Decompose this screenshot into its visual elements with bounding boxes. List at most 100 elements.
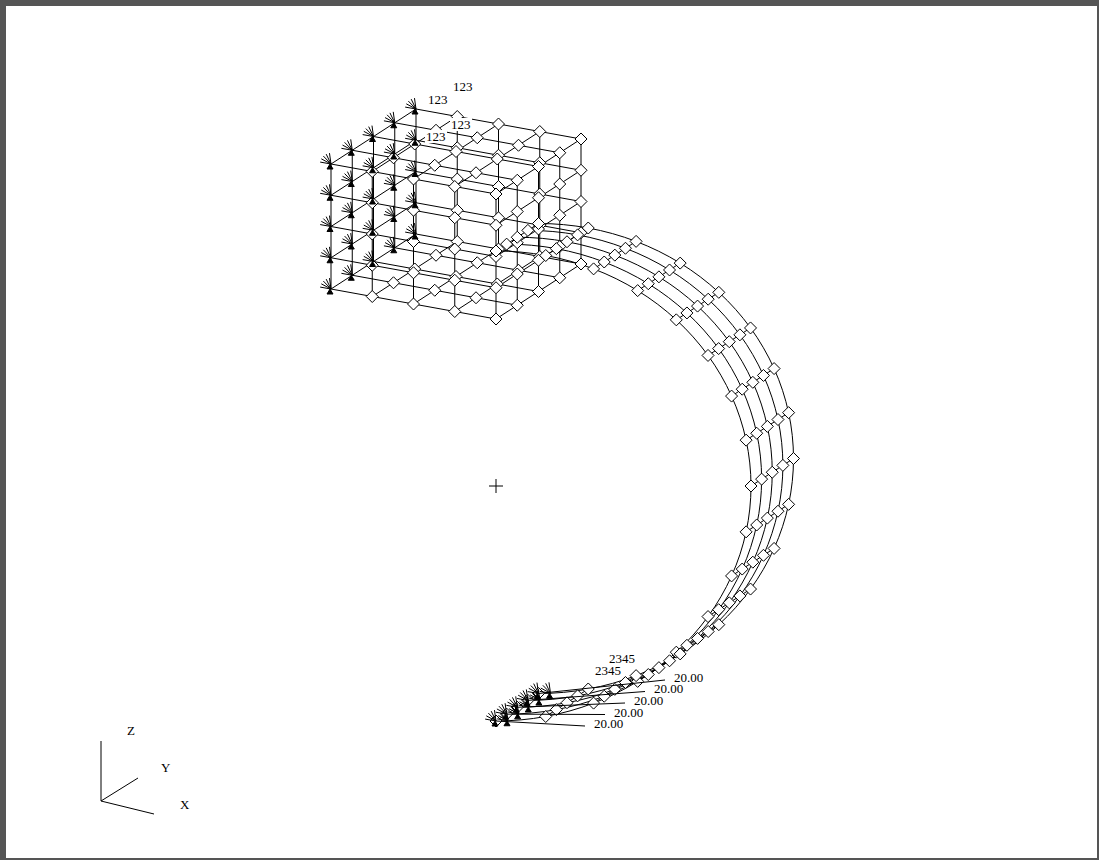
node-marker xyxy=(674,257,686,269)
node-marker xyxy=(550,243,562,255)
plate-mesh-line xyxy=(546,689,589,717)
node-marker xyxy=(408,267,420,279)
node-marker xyxy=(366,228,378,240)
node-marker xyxy=(511,206,523,218)
node-marker xyxy=(366,166,378,178)
constraint-dof: 123 xyxy=(450,118,472,131)
constraint-triangle xyxy=(524,700,530,705)
mesh-line xyxy=(455,132,540,187)
node-marker xyxy=(772,414,784,426)
constraint-symbol xyxy=(341,139,354,155)
constraint-triangle xyxy=(391,217,397,222)
node-marker xyxy=(734,329,746,341)
node-marker xyxy=(491,153,503,165)
constraint-triangle xyxy=(536,700,542,705)
constraint-symbol xyxy=(363,251,376,267)
constraint-line xyxy=(351,233,353,244)
constraint-line xyxy=(372,219,374,230)
constraint-triangle xyxy=(412,234,418,239)
node-marker xyxy=(430,249,442,261)
node-marker xyxy=(788,453,800,465)
node-marker xyxy=(561,697,573,709)
constraint-symbol xyxy=(384,143,397,159)
plate-mesh-line xyxy=(676,625,719,653)
constraint-symbol xyxy=(320,184,333,200)
constraint-triangle xyxy=(412,172,418,177)
node-marker xyxy=(534,126,546,138)
center-mark xyxy=(496,479,497,493)
constraint-symbol xyxy=(405,223,418,239)
node-marker xyxy=(757,369,769,381)
constraint-line xyxy=(329,216,331,227)
constraint-line xyxy=(393,174,395,185)
constraint-line xyxy=(329,247,331,258)
force-vector xyxy=(496,721,585,726)
node-marker xyxy=(471,132,483,144)
node-marker xyxy=(726,570,738,582)
constraint-line xyxy=(329,278,331,289)
mesh-line xyxy=(416,234,581,264)
constraint-line xyxy=(393,112,395,123)
node-marker xyxy=(493,118,505,130)
node-marker xyxy=(670,314,682,326)
constraint-line xyxy=(516,696,518,707)
node-marker xyxy=(449,306,461,318)
constraint-triangle xyxy=(327,164,333,169)
constraint-line xyxy=(372,251,374,262)
node-marker xyxy=(366,259,378,271)
constraint-line xyxy=(393,237,395,248)
plate-mesh-line xyxy=(732,369,775,397)
node-marker xyxy=(713,286,725,298)
node-marker xyxy=(561,236,573,248)
node-marker xyxy=(598,690,610,702)
node-marker xyxy=(575,258,587,270)
constraint-triangle xyxy=(370,137,376,142)
constraint-line xyxy=(505,703,507,714)
node-marker xyxy=(511,268,523,280)
node-marker xyxy=(747,376,759,388)
node-marker xyxy=(490,188,502,200)
node-marker xyxy=(490,219,502,231)
constraint-symbol xyxy=(405,192,418,208)
node-marker xyxy=(429,159,441,171)
node-marker xyxy=(772,505,784,517)
axis-line xyxy=(101,801,154,814)
node-marker xyxy=(745,322,757,334)
node-marker xyxy=(533,161,545,173)
node-marker xyxy=(470,292,482,304)
node-marker xyxy=(664,655,676,667)
constraint-triangle xyxy=(348,182,354,187)
node-marker xyxy=(713,343,725,355)
plate-mesh-line xyxy=(594,676,637,704)
node-marker xyxy=(408,298,420,310)
force-vector xyxy=(539,680,666,694)
constraint-symbol xyxy=(363,219,376,235)
node-marker xyxy=(450,146,462,158)
node-marker xyxy=(490,245,502,257)
node-marker xyxy=(745,583,757,595)
constraint-symbol xyxy=(540,682,553,698)
node-marker xyxy=(761,420,773,432)
node-marker xyxy=(726,390,738,402)
constraint-line xyxy=(414,192,416,203)
constraint-symbol xyxy=(405,161,418,177)
constraint-symbol xyxy=(384,174,397,190)
mesh-line xyxy=(414,124,499,179)
plate-edge xyxy=(528,230,783,700)
mesh-line xyxy=(372,117,457,172)
node-marker xyxy=(723,336,735,348)
plate-mesh-line xyxy=(746,413,789,441)
node-marker xyxy=(692,632,704,644)
node-marker xyxy=(681,307,693,319)
node-marker xyxy=(619,676,631,688)
constraint-triangle xyxy=(391,185,397,190)
node-marker xyxy=(588,263,600,275)
constraint-symbol xyxy=(363,188,376,204)
node-marker xyxy=(713,619,725,631)
constraint-dof: 123 xyxy=(425,130,447,143)
constraint-symbol xyxy=(320,247,333,263)
node-marker xyxy=(756,473,768,485)
node-marker xyxy=(619,242,631,254)
mesh-line xyxy=(372,242,457,297)
